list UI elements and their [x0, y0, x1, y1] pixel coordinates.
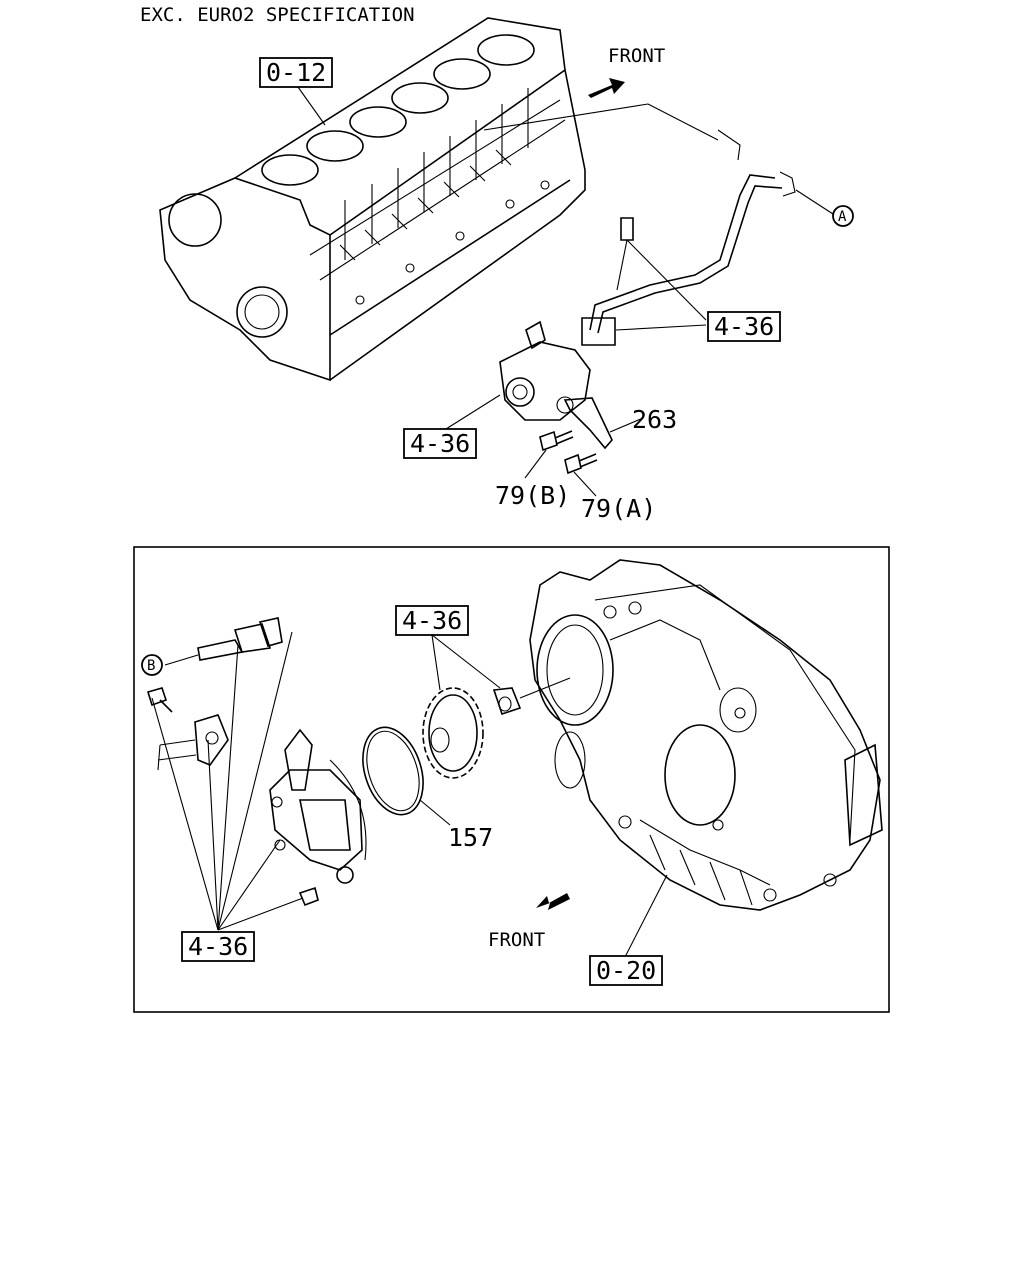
gear-ref-leader-1: [431, 634, 441, 691]
lower-ref-leaders: [151, 631, 304, 931]
pump-ref-leader: [445, 394, 501, 430]
front-label-bottom: FRONT: [488, 929, 545, 951]
housing-ref-leader: [624, 874, 668, 958]
pump-ref-box: [403, 428, 477, 459]
gear-ref-box: [395, 605, 469, 636]
block-ref-box: [259, 57, 333, 88]
detail-frame: [133, 546, 890, 1013]
pump-ref-label: 4-36: [410, 429, 470, 458]
bracket-label: 263: [632, 405, 677, 434]
lower-pump-ref-box: [181, 931, 255, 962]
vacuum-pump-lower-drawing: [269, 728, 367, 907]
bolt-a-label: 79(A): [581, 494, 656, 523]
block-ref-label: 0-12: [266, 58, 326, 87]
diagram-title: EXC. EURO2 SPECIFICATION: [140, 4, 415, 26]
gear-ref-label: 4-36: [402, 606, 462, 635]
bolts-79-drawing: [524, 430, 598, 497]
vacuum-pump-upper-drawing: [499, 320, 591, 421]
flywheel-housing-drawing: [529, 559, 883, 911]
callout-a-label: A: [838, 209, 847, 225]
front-arrow-top-icon: [588, 78, 625, 98]
housing-ref-box: [589, 955, 663, 986]
pipe-ref-label: 4-36: [714, 312, 774, 341]
lower-flange-drawing: [146, 687, 229, 771]
bracket-leader: [609, 417, 644, 433]
bolt-b-label: 79(B): [495, 481, 570, 510]
oil-pipe-drawing: [483, 103, 834, 334]
callout-a-circle: [832, 205, 854, 227]
bracket-drawing: [563, 397, 613, 450]
o-ring-drawing: [362, 726, 424, 816]
housing-ref-label: 0-20: [596, 956, 656, 985]
o-ring-label: 157: [448, 823, 493, 852]
callout-b-circle: [141, 654, 163, 676]
lower-pipe-drawing: [164, 617, 283, 666]
callout-b-label: B: [147, 658, 155, 674]
front-arrow-bottom-icon: [536, 893, 570, 910]
o-ring-leader: [419, 799, 451, 826]
pipe-ref-box: [707, 311, 781, 342]
pipe-bolt-drawing: [581, 217, 707, 346]
lower-pump-ref-label: 4-36: [188, 932, 248, 961]
cylinder-block-drawing: [159, 17, 586, 382]
front-label-top: FRONT: [608, 45, 665, 67]
drive-gear-drawing: [422, 677, 571, 779]
block-ref-leader: [297, 86, 326, 126]
gear-ref-leader-2: [431, 634, 501, 689]
